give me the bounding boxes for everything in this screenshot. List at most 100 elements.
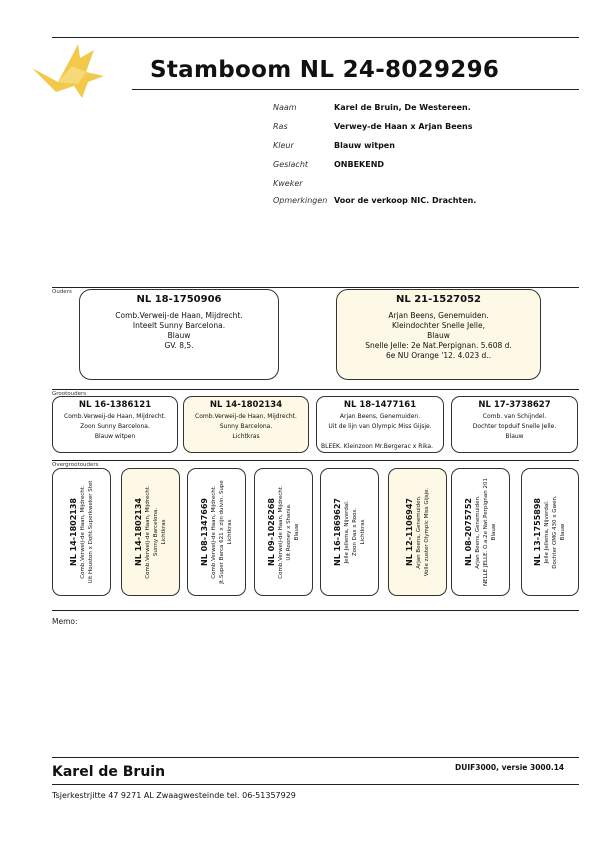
parent-line: Arjan Beens, Genemuiden. [388,311,489,320]
grandparent-line: Blauw [505,433,524,440]
grandparent-line: Comb. van Schijndel. [482,413,547,420]
info-label-geslacht: Geslacht [273,160,309,169]
info-label-kleur: Kleur [273,141,294,150]
greatgrandparent-ring-number: NL 08-2075752 [463,498,473,566]
parent-line: Blauw [167,331,191,340]
parent-line: Kleindochter Snelle Jelle, [392,321,485,330]
parent-line: Comb.Verweij-de Haan, Mijdrecht. [115,311,243,320]
footer-rule [52,757,579,758]
parent-ring-number: NL 21-1527052 [396,294,481,305]
greatgrandparent-card-5[interactable]: NL 16-1869627 Jelle Jellema, Nijverdal. … [320,468,379,596]
footer-name: Karel de Bruin [52,764,166,780]
info-label-kweker: Kweker [273,179,303,188]
greatgrandparent-card-7[interactable]: NL 08-2075752 Arjan Beens, Genemuiden. N… [451,468,510,596]
info-label-ras: Ras [273,122,288,131]
parent-card-dam[interactable]: NL 21-1527052 Arjan Beens, Genemuiden. K… [336,289,541,380]
greatgrandparent-card-3[interactable]: NL 08-1347669 Comb.Verweij-de Haan, Mijd… [187,468,246,596]
greatgrandparent-line: Comb.Verweij-de Haan, Mijdrecht. [79,485,86,579]
greatgrandparent-line: Jt.Super Barca 621 x zijn duivin. Supe [218,480,225,584]
greatgrandparent-line: Sunny Barcelona. [152,507,159,557]
info-value-opmerkingen: Voor de verkoop NIC. Drachten. [334,196,477,205]
greatgrandparent-ring-number: NL 16-1869627 [332,498,342,566]
info-value-ras: Verwey-de Haan x Arjan Beens [334,122,473,131]
greatgrandparent-line: Comb.Verweij-de Haan, Mijdrecht. [277,485,284,579]
greatgrandparent-line: Blauw [490,523,497,541]
parent-line: Snelle Jelle: 2e Nat.Perpignan. 5.608 d. [365,341,512,350]
dove-logo-icon [28,42,110,104]
grandparent-line: Zoon Sunny Barcelona. [80,423,150,430]
memo-rule [52,610,579,611]
greatgrandparent-ring-number: NL 13-1755898 [533,498,542,566]
greatgrandparent-line: Jelle Jellema, Nijverdal. [544,500,550,564]
footer-name-rule [52,784,579,785]
grandparent-card-3[interactable]: NL 18-1477161 Arjan Beens, Genemuiden. U… [316,396,444,453]
grandparent-line [317,432,443,442]
grandparent-ring-number: NL 17-3738627 [478,400,551,410]
grandparent-card-2[interactable]: NL 14-1802134 Comb.Verweij-de Haan, Mijd… [183,396,309,453]
grandparent-line: Arjan Beens, Genemuiden. [339,413,421,420]
grootouders-rule [52,389,579,390]
grandparent-card-1[interactable]: NL 16-1386121 Comb.Verweij-de Haan, Mijd… [52,396,178,453]
grandparent-card-4[interactable]: NL 17-3738627 Comb. van Schijndel. Docht… [451,396,578,453]
grandparent-line: Comb.Verweij-de Haan, Mijdrecht. [64,413,166,420]
ouders-rule [52,287,579,288]
parent-line: Blauw [427,331,450,340]
info-value-naam: Karel de Bruin, De Westereen. [334,103,471,112]
greatgrandparent-line: Comb.Verweij-de Haan, Mijdrecht. [144,485,151,579]
parent-card-sire[interactable]: NL 18-1750906 Comb.Verweij-de Haan, Mijd… [79,289,279,380]
footer-address: Tsjerkestrjitte 47 9271 AL Zwaagwesteind… [52,791,296,800]
info-label-opmerkingen: Opmerkingen [273,196,328,205]
greatgrandparent-ring-number: NL 14-1802138 [68,498,78,566]
parent-ring-number: NL 18-1750906 [136,294,222,305]
greatgrandparent-line: Uit Houston x Doht.Superkweker Stet [87,480,94,584]
section-label-overgrootouders: Overgrootouders [52,462,99,468]
info-value-kleur: Blauw witpen [334,141,395,150]
overgrootouders-rule [52,460,579,461]
greatgrandparent-line: Blauw [560,523,566,541]
info-label-naam: Naam [273,103,297,112]
grandparent-line: Comb.Verweij-de Haan, Mijdrecht. [195,413,297,420]
parent-line: GV. 8,5. [164,341,194,350]
grandparent-line: Uit de lijn van Olympic Miss Gijsje. [328,423,432,430]
info-value-geslacht: ONBEKEND [334,160,385,169]
parent-line: 6e NU Orange '12. 4.023 d.. [385,351,492,360]
greatgrandparent-line: Uit Rooney x Shania. [285,503,292,561]
section-label-grootouders: Grootouders [52,391,87,397]
greatgrandparent-card-1[interactable]: NL 14-1802138 Comb.Verweij-de Haan, Mijd… [52,468,111,596]
greatgrandparent-ring-number: NL 09-1026268 [266,498,276,566]
grandparent-line: BLEEK. Kleinzoon Mr.Bergerac x Rika. [321,443,434,450]
greatgrandparent-ring-number: NL 08-1347669 [199,498,209,566]
grandparent-line: Lichtkras [232,433,260,440]
parent-line: Inteelt Sunny Barcelona. [132,321,226,330]
greatgrandparent-card-6[interactable]: NL 12-1106947 Arjan Beens, Genemuiden. V… [388,468,447,596]
greatgrandparent-line: Comb.Verweij-de Haan, Mijdrecht. [210,485,217,579]
top-rule [52,37,579,38]
greatgrandparent-line: Jelle Jellema, Nijverdal. [343,500,350,564]
grandparent-ring-number: NL 14-1802134 [209,400,283,410]
greatgrandparent-line: Lichtkras [226,519,233,545]
greatgrandparent-line: Dochter OMG 430 x Gwen. [552,495,558,569]
greatgrandparent-line: Blauw [293,523,300,541]
memo-label: Memo: [52,617,78,626]
footer-version: DUIF3000, versie 3000.14 [455,763,565,772]
section-label-ouders: Ouders [52,289,72,295]
grandparent-ring-number: NL 16-1386121 [78,400,152,410]
greatgrandparent-card-4[interactable]: NL 09-1026268 Comb.Verweij-de Haan, Mijd… [254,468,313,596]
greatgrandparent-card-8[interactable]: NL 13-1755898 Jelle Jellema, Nijverdal. … [521,468,579,596]
greatgrandparent-card-2[interactable]: NL 14-1802134 Comb.Verweij-de Haan, Mijd… [121,468,180,596]
page-title: Stamboom NL 24-8029296 [150,57,500,83]
greatgrandparent-ring-number: NL 14-1802134 [133,498,143,566]
greatgrandparent-line: Arjan Beens, Genemuiden. [474,495,481,569]
greatgrandparent-line: Volle zuster Olympic Miss Gijsje. [423,487,430,577]
greatgrandparent-ring-number: NL 12-1106947 [404,498,414,566]
grandparent-line: Dochter topduif Snelle Jelle. [472,423,557,430]
greatgrandparent-line: Lichtkras [359,519,366,545]
greatgrandparent-line: Lichtkras [160,519,167,545]
title-rule [132,89,579,90]
greatgrandparent-line: Zoon Dax x Roos. [351,507,358,557]
grandparent-ring-number: NL 18-1477161 [343,400,417,410]
grandparent-line: Sunny Barcelona. [219,423,273,430]
greatgrandparent-line: NELLE JELLE. O.a.2e Nat.Perpignan 201 [482,478,489,586]
grandparent-line: Blauw witpen [94,433,136,440]
greatgrandparent-line: Arjan Beens, Genemuiden. [415,495,422,569]
